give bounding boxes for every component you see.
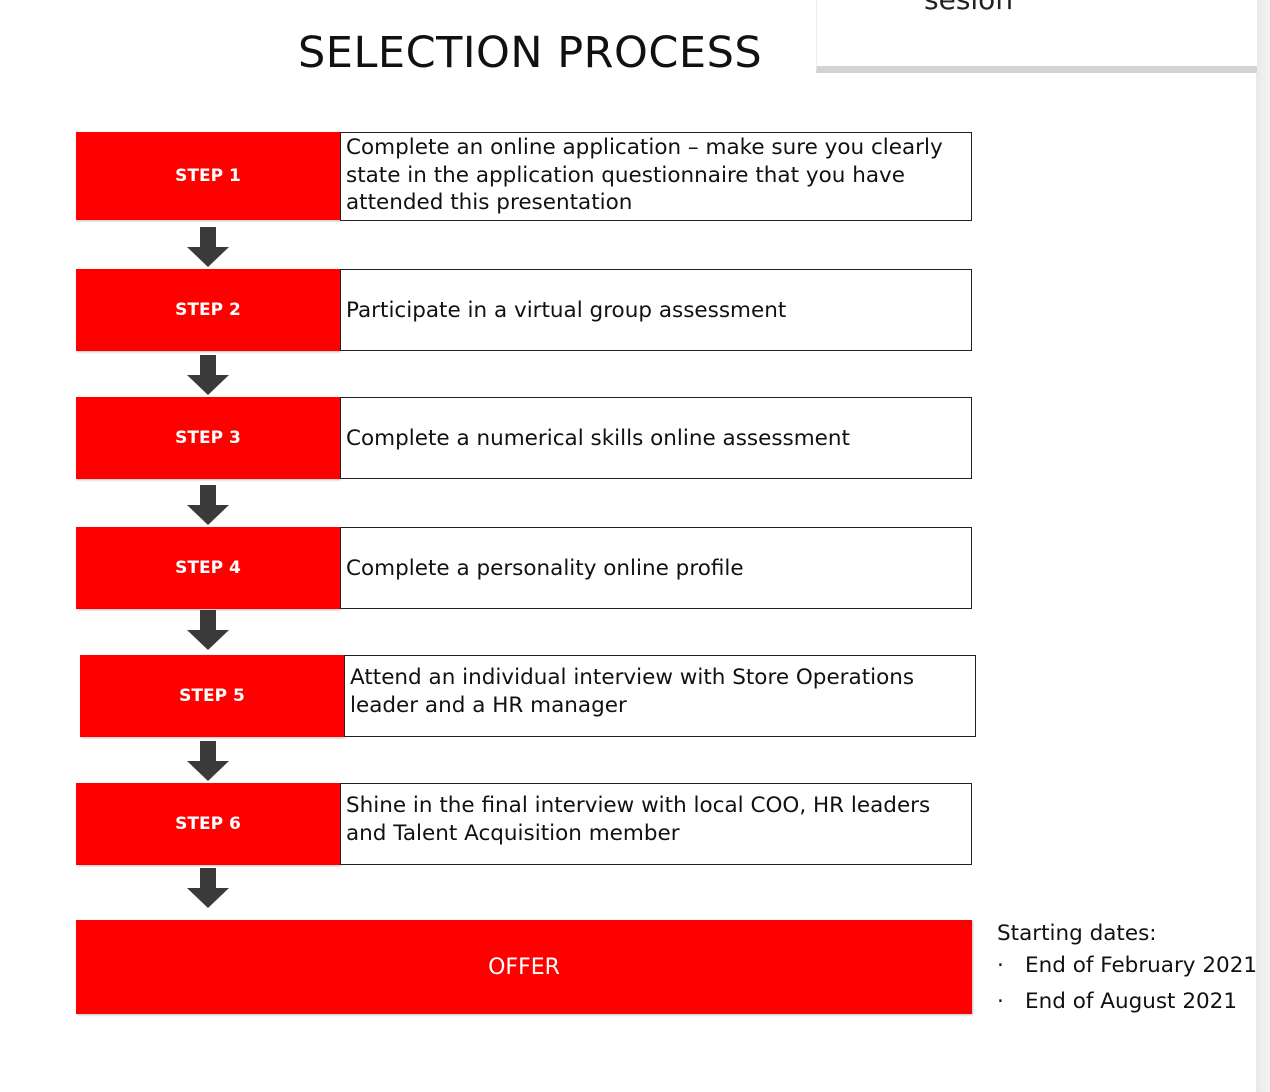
start-date-2: End of August 2021 <box>1025 989 1238 1014</box>
down-arrow-icon <box>187 868 229 908</box>
list-item: · End of August 2021 <box>997 986 1257 1018</box>
step-6-description: Shine in the final interview with local … <box>340 783 972 865</box>
step-2-label: STEP 2 <box>76 269 340 351</box>
step-3-label: STEP 3 <box>76 397 340 479</box>
down-arrow-icon <box>187 610 229 650</box>
bullet-icon: · <box>997 953 1004 978</box>
overlay-caption: sesion <box>924 0 1013 14</box>
step-5-label: STEP 5 <box>80 655 344 737</box>
step-1-label: STEP 1 <box>76 132 340 220</box>
page-title: SELECTION PROCESS <box>298 28 763 78</box>
step-2-description: Participate in a virtual group assessmen… <box>340 269 972 351</box>
bullet-icon: · <box>997 989 1004 1014</box>
starting-dates-heading: Starting dates: <box>997 921 1157 946</box>
step-4-description: Complete a personality online profile <box>340 527 972 609</box>
step-6-label: STEP 6 <box>76 783 340 865</box>
down-arrow-icon <box>187 485 229 525</box>
page-edge-shadow <box>1256 0 1270 1092</box>
start-date-1: End of February 2021 <box>1025 953 1258 978</box>
down-arrow-icon <box>187 741 229 781</box>
step-4-label: STEP 4 <box>76 527 340 609</box>
down-arrow-icon <box>187 227 229 267</box>
down-arrow-icon <box>187 355 229 395</box>
step-1-description: Complete an online application – make su… <box>340 132 972 221</box>
overlay-panel <box>816 0 1257 73</box>
starting-dates: Starting dates: · End of February 2021 ·… <box>997 918 1257 1018</box>
step-5-description: Attend an individual interview with Stor… <box>344 655 976 737</box>
offer-box: OFFER <box>76 920 972 1014</box>
list-item: · End of February 2021 <box>997 950 1257 982</box>
step-3-description: Complete a numerical skills online asses… <box>340 397 972 479</box>
